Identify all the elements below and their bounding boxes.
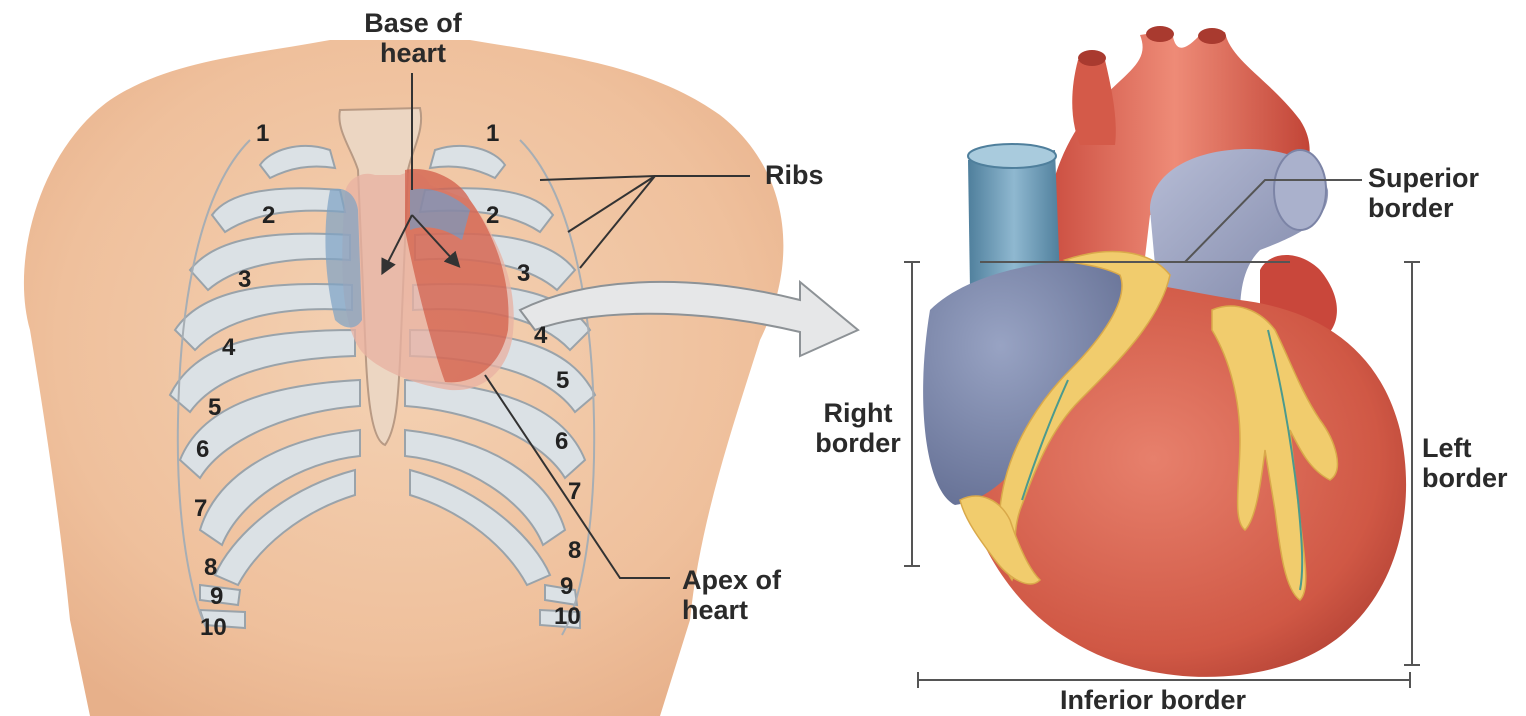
rib-number-right-4: 4 <box>534 324 547 348</box>
apex-of-heart-line-1: Apex of <box>682 565 781 595</box>
heart-illustration <box>923 26 1406 677</box>
rib-number-left-6: 6 <box>196 438 209 462</box>
rib-number-right-6: 6 <box>555 430 568 454</box>
left-border-label: Left border <box>1422 433 1508 493</box>
rib-number-right-5: 5 <box>556 369 569 393</box>
right-border-label: Right border <box>808 398 908 458</box>
apex-of-heart-line-2: heart <box>682 595 781 625</box>
rib-number-left-7: 7 <box>194 497 207 521</box>
rib-number-right-9: 9 <box>560 575 573 599</box>
left-border-line-2: border <box>1422 463 1508 493</box>
superior-border-label: Superior border <box>1368 163 1479 223</box>
rib-number-right-2: 2 <box>486 204 499 228</box>
rib-number-right-3: 3 <box>517 262 530 286</box>
rib-number-right-7: 7 <box>568 480 581 504</box>
rib-number-left-9: 9 <box>210 585 223 609</box>
rib-number-left-4: 4 <box>222 336 235 360</box>
right-border-line-1: Right <box>808 398 908 428</box>
rib-number-left-5: 5 <box>208 396 221 420</box>
rib-number-left-2: 2 <box>262 204 275 228</box>
rib-number-left-8: 8 <box>204 556 217 580</box>
rib-number-left-3: 3 <box>238 268 251 292</box>
right-border-line-2: border <box>808 428 908 458</box>
rib-number-left-1: 1 <box>256 122 269 146</box>
rib-number-right-8: 8 <box>568 539 581 563</box>
superior-border-line-1: Superior <box>1368 163 1479 193</box>
rib-number-right-10: 10 <box>554 605 581 629</box>
base-of-heart-line-2: heart <box>350 38 476 68</box>
base-of-heart-label: Base of heart <box>350 8 476 68</box>
left-border-line-1: Left <box>1422 433 1508 463</box>
ribs-label: Ribs <box>765 160 824 190</box>
apex-of-heart-label: Apex of heart <box>682 565 781 625</box>
rib-number-left-10: 10 <box>200 616 227 640</box>
inferior-border-label: Inferior border <box>1060 685 1246 715</box>
rib-number-right-1: 1 <box>486 122 499 146</box>
base-of-heart-line-1: Base of <box>350 8 476 38</box>
superior-border-line-2: border <box>1368 193 1479 223</box>
